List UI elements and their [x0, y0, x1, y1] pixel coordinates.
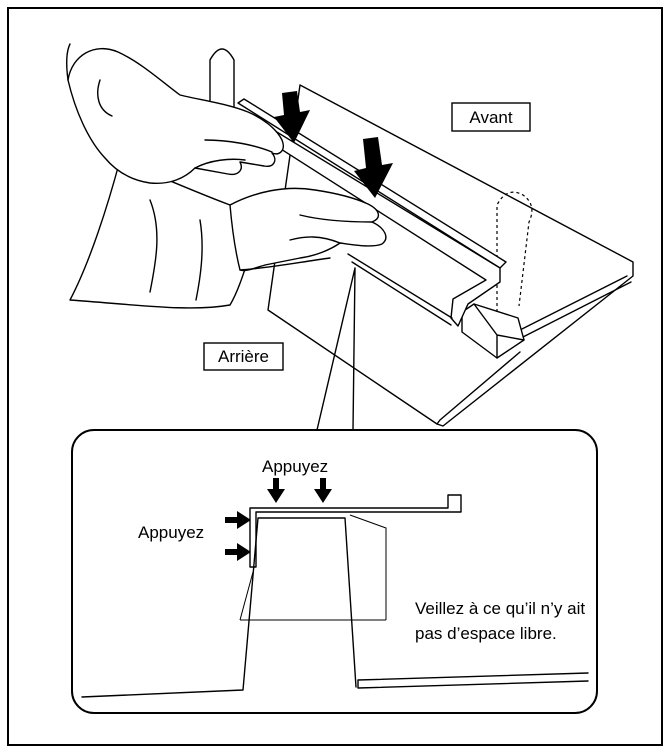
leader-lines	[239, 514, 387, 621]
guide-rail-lower-edge	[347, 253, 453, 326]
front-label: Avant	[451, 102, 531, 132]
lower-hand-fingers	[289, 214, 373, 244]
front-label-text: Avant	[469, 108, 512, 127]
press-arrow-left-icon	[274, 91, 310, 143]
press-top-label: Appuyez	[262, 457, 328, 476]
base-section-right	[357, 672, 589, 689]
lower-hand	[229, 187, 387, 272]
press-side-label: Appuyez	[138, 523, 204, 542]
rail-holder-block-edge	[473, 303, 525, 359]
base-plate-front-lip	[519, 275, 632, 338]
upper-arm	[65, 43, 71, 81]
press-right-arrow-icon	[225, 543, 251, 561]
gap-note-line-2: pas d’espace libre.	[415, 624, 557, 643]
upper-hand-fingers	[97, 79, 273, 169]
main-illustration: Avant Arrière	[65, 43, 634, 431]
upper-hand	[67, 47, 284, 185]
back-label: Arrière	[203, 342, 284, 371]
sleeve-fold	[149, 199, 203, 301]
gap-note-line-1: Veillez à ce qu’il n’y ait	[415, 599, 585, 618]
back-label-text: Arrière	[218, 347, 269, 366]
callout-lines	[316, 267, 356, 431]
base-section	[81, 517, 357, 698]
back-label-box	[203, 342, 284, 371]
press-down-arrow-icon	[314, 478, 332, 503]
detail-panel: Appuyez Appuyez Veillez à ce qu’il n’y a…	[71, 429, 598, 714]
press-down-arrow-icon	[267, 478, 285, 503]
front-label-box	[451, 102, 531, 132]
press-arrow-right-icon	[354, 137, 393, 198]
detail-frame	[71, 429, 598, 714]
press-right-arrow-icon	[225, 511, 251, 529]
sleeve	[69, 159, 263, 309]
right-post-hidden	[496, 191, 533, 312]
base-plate-edge	[436, 351, 521, 425]
lower-arm	[239, 257, 331, 271]
